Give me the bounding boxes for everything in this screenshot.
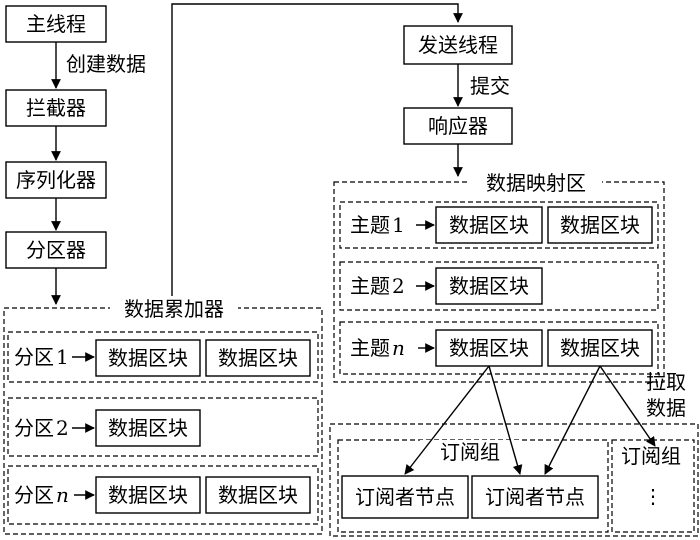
consumers-group [329, 423, 699, 537]
partition-row-n [7, 465, 319, 525]
topic-1-block-1-text: 数据区块 [449, 213, 529, 237]
subscription-group-2-title: 订阅组 [621, 444, 681, 468]
subscription-group-1 [337, 439, 609, 533]
subscriber-node-1-text: 订阅者节点 [355, 485, 455, 509]
accumulator-title-bg [110, 296, 238, 322]
responder-box [403, 107, 513, 145]
partition-2-block-1-text: 数据区块 [108, 416, 188, 440]
arrow-block-1-to-subscriber-2 [488, 365, 523, 475]
topic-2-block-1-text: 数据区块 [449, 274, 529, 298]
mapping-title: 数据映射区 [486, 171, 586, 195]
partition-n-block-2 [205, 476, 311, 514]
partition-2-block-1 [95, 409, 201, 447]
topic-1-block-1 [435, 206, 543, 244]
submit-label: 提交 [470, 74, 510, 98]
accumulator-title: 数据累加器 [124, 297, 224, 321]
arrow-accumulator-to-sender [171, 3, 463, 296]
subscription-group-1-title-bg [420, 440, 520, 462]
subscription-group-1-title: 订阅组 [440, 440, 500, 464]
subscriber-node-2-text: 订阅者节点 [485, 485, 585, 509]
partition-row-2 [7, 397, 319, 457]
topic-n-block-2-text: 数据区块 [560, 336, 640, 360]
pull-data-label-1: 拉取 [646, 370, 686, 394]
subscriber-node-2 [471, 475, 599, 519]
main-thread-box [5, 5, 107, 43]
topic-1-block-2 [547, 206, 653, 244]
partition-1-block-1 [95, 339, 201, 377]
arrow-block-2-to-group-2 [599, 365, 656, 447]
interceptor-box [5, 89, 107, 127]
subscriber-node-1 [341, 475, 469, 519]
partition-n-block-1 [95, 476, 201, 514]
topic-row-n [339, 321, 659, 375]
partition-1-block-2 [205, 339, 311, 377]
create-data-label: 创建数据 [66, 52, 146, 76]
topic-n-block-1-text: 数据区块 [449, 336, 529, 360]
topic-row-2 [339, 261, 659, 311]
mapping-title-bg [470, 170, 602, 196]
serializer-text: 序列化器 [16, 168, 96, 192]
topic-n-block-1 [435, 329, 543, 367]
responder-text: 响应器 [428, 114, 488, 138]
subscription-group-2-ellipsis: ⋮ [643, 484, 663, 508]
partition-1-block-1-text: 数据区块 [108, 346, 188, 370]
topic-row-1 [339, 201, 659, 249]
partition-1-block-2-text: 数据区块 [218, 346, 298, 370]
partition-n-block-1-text: 数据区块 [108, 483, 188, 507]
arrow-block-1-to-subscriber-1 [404, 365, 490, 475]
partition-row-1 [7, 331, 319, 383]
serializer-box [5, 161, 107, 199]
partition-n-block-2-text: 数据区块 [218, 483, 298, 507]
topic-2-block-1 [435, 267, 543, 305]
interceptor-text: 拦截器 [26, 96, 86, 120]
topic-1-block-2-text: 数据区块 [560, 213, 640, 237]
partitioner-text: 分区器 [26, 238, 86, 262]
pull-data-label-2: 数据 [646, 396, 686, 420]
arrow-block-2-to-subscriber-2 [544, 365, 601, 475]
send-thread-text: 发送线程 [418, 33, 498, 57]
main-thread-text: 主线程 [26, 12, 86, 36]
